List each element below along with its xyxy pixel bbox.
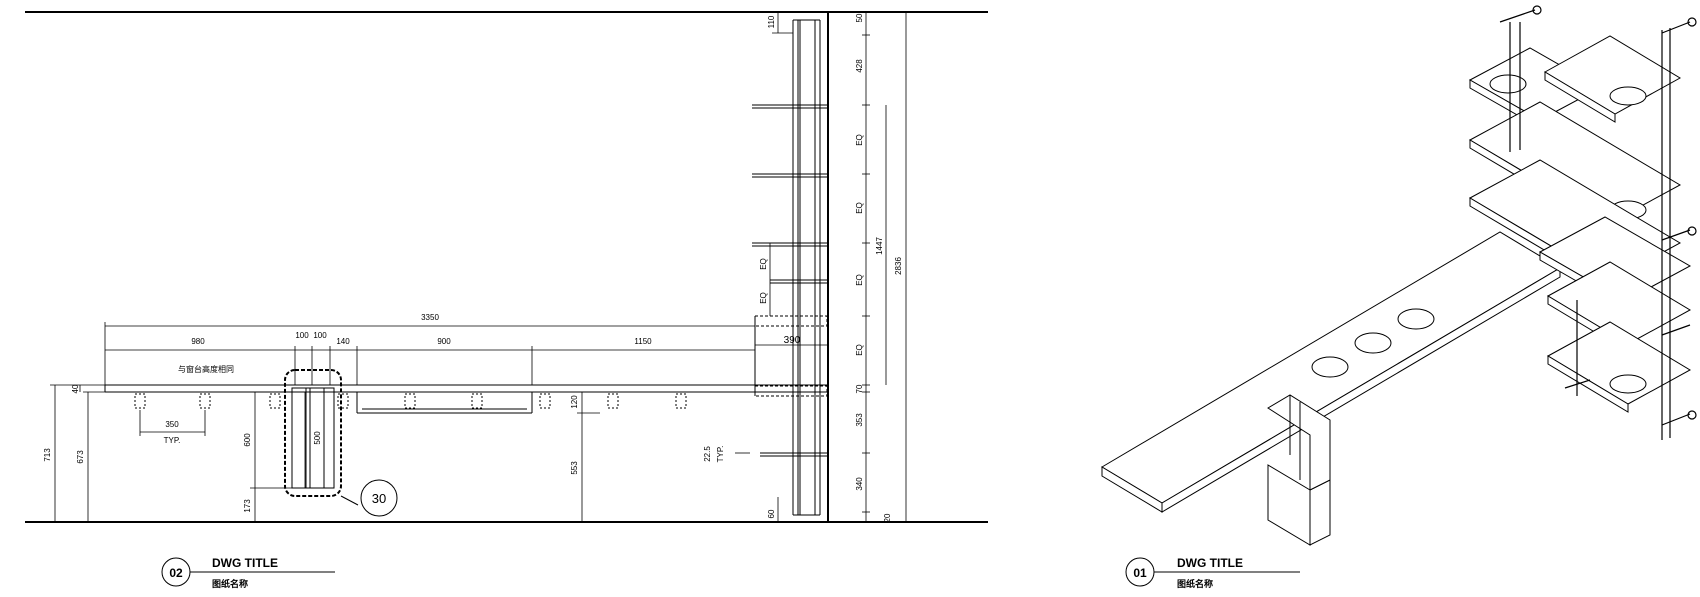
dim-353: 353: [855, 413, 864, 427]
dim-100-b: 100: [313, 331, 327, 340]
detail-callout-box: [284, 369, 342, 497]
elevation-view: [25, 11, 988, 523]
dim-eq-3: EQ: [855, 274, 864, 286]
dim-22-5: 22.5: [703, 446, 712, 462]
drawing-subtitle-01: 图纸名称: [1177, 578, 1213, 589]
dim-120: 120: [570, 395, 579, 409]
drawing-number-01: 01: [1133, 566, 1147, 580]
dim-1447: 1447: [875, 237, 884, 255]
dim-eq-1: EQ: [855, 134, 864, 146]
dim-eq-4: EQ: [855, 344, 864, 356]
axonometric-view: [1101, 5, 1697, 546]
typ-label: TYP.: [164, 436, 181, 445]
dim-340: 340: [855, 477, 864, 491]
callout-number: 30: [372, 491, 386, 506]
dim-100-a: 100: [295, 331, 309, 340]
dim-eq-b: EQ: [759, 292, 768, 304]
dim-eq-a: EQ: [759, 258, 768, 270]
desk-top: [104, 315, 828, 397]
vertical-rods: [792, 19, 821, 516]
wall-shelves: [752, 104, 828, 457]
detail-callout: [340, 479, 398, 517]
dim-110: 110: [767, 15, 776, 28]
axo-rods: [1499, 5, 1697, 440]
drawing-subtitle-02: 图纸名称: [212, 578, 248, 589]
sill-height-note: 与窗台高度相同: [178, 364, 234, 374]
dim-2836: 2836: [894, 257, 903, 275]
axo-shelves: [1468, 35, 1692, 413]
dim-20: 20: [883, 513, 892, 522]
dim-60: 60: [767, 509, 776, 518]
dim-3350: 3350: [421, 313, 439, 322]
title-block-02: 02 DWG TITLE 图纸名称: [161, 556, 335, 589]
drawer: [356, 392, 533, 414]
dim-350: 350: [165, 420, 179, 429]
dim-500: 500: [313, 431, 322, 445]
dim-673: 673: [76, 450, 85, 464]
elevation-dimensions: [50, 12, 907, 522]
dim-900: 900: [437, 337, 451, 346]
dim-980: 980: [191, 337, 205, 346]
desk-section-hatch: [754, 385, 828, 397]
dim-1150: 1150: [634, 337, 652, 346]
dim-713: 713: [43, 448, 52, 462]
dim-eq-2: EQ: [855, 202, 864, 214]
dim-70: 70: [855, 384, 864, 393]
drawing-title-01: DWG TITLE: [1177, 556, 1243, 570]
dim-428: 428: [855, 59, 864, 73]
elevation-dimension-labels: 3350 980 100 100 140 900 1150 390 与窗台高度相…: [43, 13, 903, 522]
desk-supports: [134, 393, 687, 409]
typ-label-small: TYP.: [716, 446, 725, 463]
upper-shelf-section: [754, 315, 828, 327]
panel-leg: [284, 369, 342, 497]
dim-40: 40: [71, 384, 80, 393]
dim-600: 600: [243, 433, 252, 447]
axo-desk-top: [1101, 231, 1561, 513]
dim-173: 173: [243, 499, 252, 513]
dim-50-top: 50: [855, 13, 864, 22]
axo-leg-panel: [1267, 394, 1331, 546]
dim-553: 553: [570, 461, 579, 475]
dim-140: 140: [336, 337, 350, 346]
title-block-01: 01 DWG TITLE 图纸名称: [1125, 556, 1300, 589]
drawing-title-02: DWG TITLE: [212, 556, 278, 570]
dim-390: 390: [784, 335, 801, 346]
drawing-number-02: 02: [169, 566, 183, 580]
